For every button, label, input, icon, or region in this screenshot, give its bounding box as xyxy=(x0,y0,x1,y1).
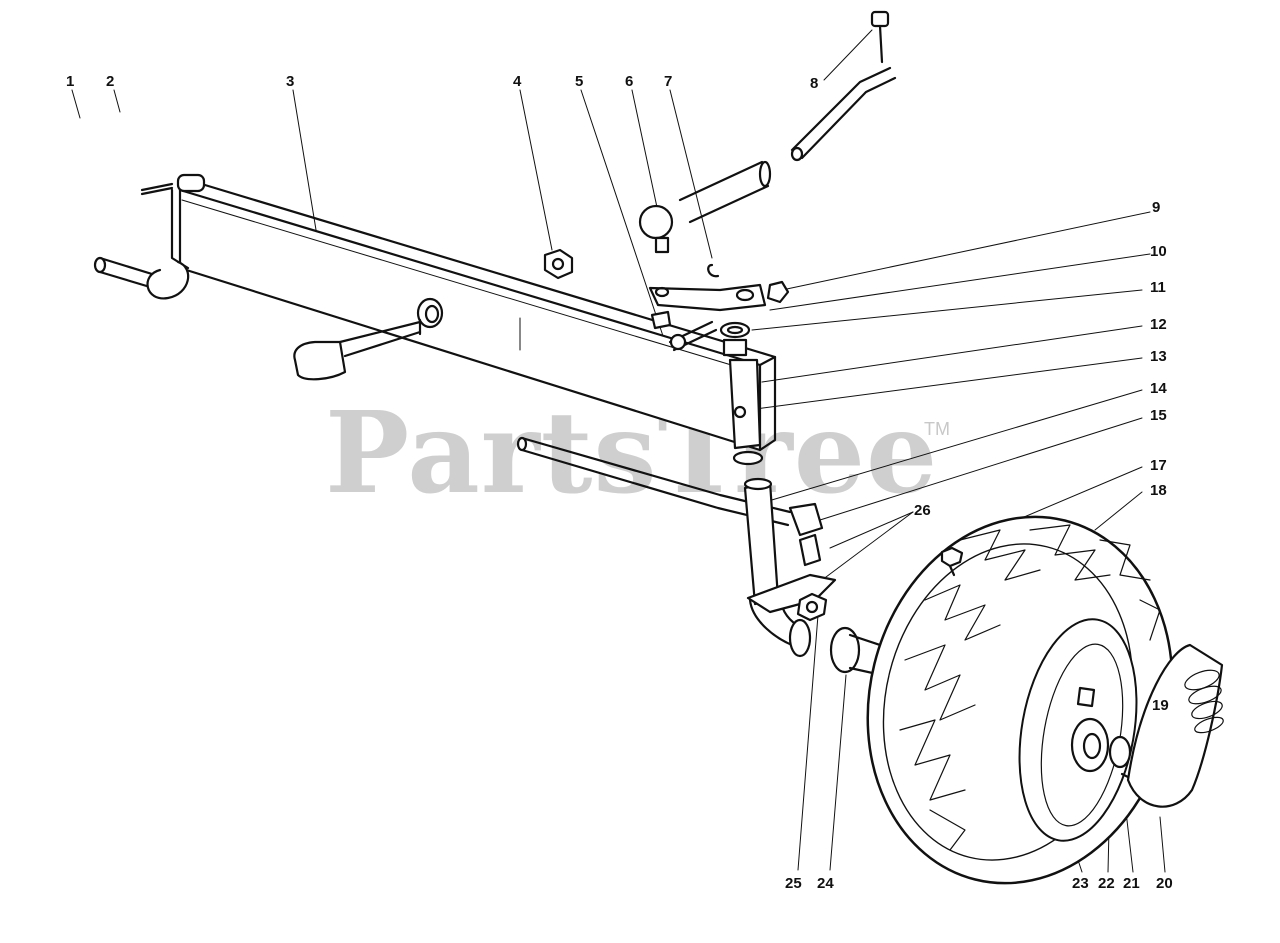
callout-11: 11 xyxy=(1150,279,1166,296)
callout-7: 7 xyxy=(664,73,673,90)
callout-9: 9 xyxy=(1152,199,1161,216)
watermark-text: PartsTree xyxy=(325,388,939,519)
callout-5: 5 xyxy=(575,73,584,90)
tie-rod xyxy=(638,160,772,254)
wheel-assembly xyxy=(866,515,1174,885)
steering-arm xyxy=(648,263,790,352)
callout-22: 22 xyxy=(1098,875,1115,892)
tie-bar xyxy=(516,436,824,537)
callout-17: 17 xyxy=(1150,457,1167,474)
callout-13: 13 xyxy=(1150,348,1167,365)
hub-cap xyxy=(1126,643,1224,808)
trademark-mark: TM xyxy=(924,419,950,439)
callout-26: 26 xyxy=(914,502,931,519)
callout-23: 23 xyxy=(1072,875,1089,892)
callout-14: 14 xyxy=(1150,380,1167,397)
callout-24: 24 xyxy=(817,875,834,892)
callout-2: 2 xyxy=(106,73,115,90)
spindle xyxy=(743,477,903,680)
callout-25: 25 xyxy=(785,875,802,892)
callout-15: 15 xyxy=(1150,407,1167,424)
callout-3: 3 xyxy=(286,73,295,90)
callout-6: 6 xyxy=(625,73,634,90)
callout-21: 21 xyxy=(1123,875,1140,892)
grease-fitting xyxy=(940,546,964,577)
callout-4: 4 xyxy=(513,73,522,90)
callout-20: 20 xyxy=(1156,875,1173,892)
callout-10: 10 xyxy=(1150,243,1167,260)
axle-beam xyxy=(178,180,777,452)
drag-link xyxy=(790,10,897,162)
bushing-stack xyxy=(719,321,764,466)
nut xyxy=(543,248,574,280)
pivot-bolt xyxy=(293,318,422,381)
callout-18: 18 xyxy=(1150,482,1167,499)
callout-1: 1 xyxy=(66,73,75,90)
left-pivot xyxy=(93,173,206,300)
leader-lines xyxy=(71,29,1166,873)
callout-19: 19 xyxy=(1152,697,1169,714)
callout-12: 12 xyxy=(1150,316,1167,333)
callout-8: 8 xyxy=(810,75,819,92)
